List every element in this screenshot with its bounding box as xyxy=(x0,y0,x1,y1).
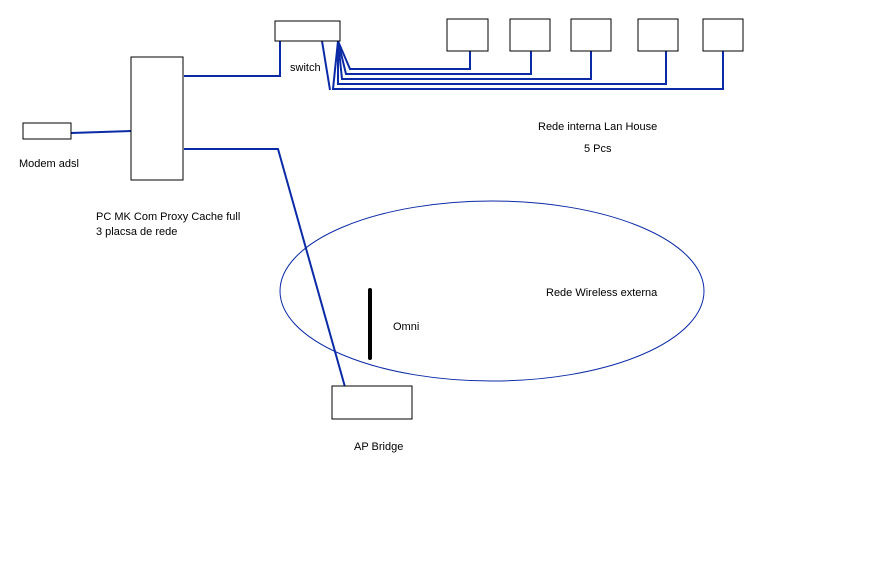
wireless-network-area xyxy=(279,200,705,382)
link-pc-switch xyxy=(184,41,281,77)
lan-pc-5-box xyxy=(702,18,744,52)
link-pc-ap-bridge xyxy=(184,148,346,388)
wireless-label: Rede Wireless externa xyxy=(546,287,658,299)
link-switch-pc1 xyxy=(337,40,471,70)
link-modem-pc xyxy=(70,130,132,134)
switch-label: switch xyxy=(290,62,321,74)
switch-box xyxy=(274,20,341,42)
lan-pc-2-box xyxy=(509,18,551,52)
modem-label: Modem adsl xyxy=(19,158,79,170)
lan-pc-1-box xyxy=(446,18,489,52)
modem-box xyxy=(22,122,72,140)
link-switch-pc5 xyxy=(331,40,724,90)
pc-mk-label-line2: 3 placsa de rede xyxy=(96,226,177,238)
lan-pc-3-box xyxy=(570,18,612,52)
lan-pc-4-box xyxy=(637,18,679,52)
link-switch-extra xyxy=(321,40,331,91)
ap-bridge-box xyxy=(331,385,413,420)
link-switch-pc3 xyxy=(337,40,592,80)
connections xyxy=(70,40,724,388)
link-switch-pc4 xyxy=(337,41,667,85)
ap-bridge-label: AP Bridge xyxy=(354,441,403,453)
pc-mk-box xyxy=(130,56,184,181)
link-switch-pc2 xyxy=(337,40,532,75)
lan-title-label: Rede interna Lan House xyxy=(538,121,657,133)
omni-label: Omni xyxy=(393,321,419,333)
lan-count-label: 5 Pcs xyxy=(584,143,612,155)
pc-mk-label-line1: PC MK Com Proxy Cache full xyxy=(96,211,240,223)
